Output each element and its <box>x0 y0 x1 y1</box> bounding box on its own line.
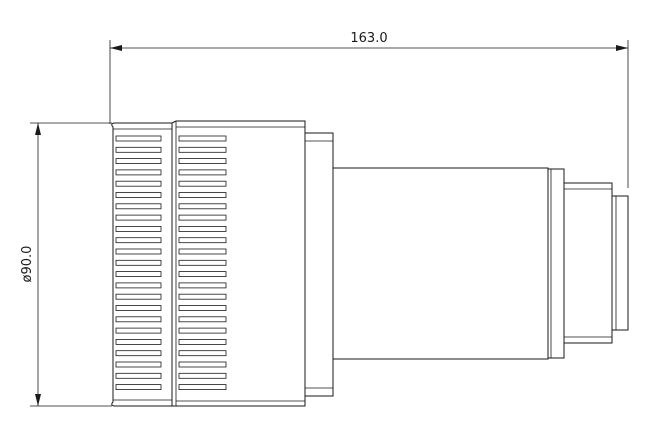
knurl-slot <box>115 361 162 368</box>
diameter-arrow-top <box>35 123 41 135</box>
knurl-slot <box>115 146 162 153</box>
knurl-slot <box>115 338 162 345</box>
front-grip-knurling <box>115 135 162 391</box>
rear-grip-knurling <box>178 135 227 391</box>
length-dimension: 163.0 <box>109 31 629 188</box>
knurl-slot <box>178 203 227 210</box>
knurl-slot <box>178 192 227 198</box>
knurl-slot <box>178 293 227 300</box>
knurl-slot <box>115 237 162 244</box>
knurl-slot <box>115 135 162 142</box>
diameter-dimension-label: ø90.0 <box>20 246 35 283</box>
knurl-slot <box>178 282 227 289</box>
rear-mount-tip <box>611 195 629 331</box>
knurl-slot <box>115 316 162 323</box>
knurl-slot <box>115 282 162 289</box>
knurl-slot <box>178 350 227 357</box>
knurl-slot <box>178 237 227 244</box>
length-arrow-left <box>110 45 122 51</box>
knurl-slot <box>115 169 162 176</box>
front-grip-ring <box>111 122 173 407</box>
knurl-slot <box>115 384 162 391</box>
knurl-slot <box>178 327 227 334</box>
knurl-slot <box>178 305 227 311</box>
diameter-arrow-bottom <box>35 394 41 406</box>
knurl-slot <box>178 135 227 142</box>
knurl-slot <box>115 305 162 311</box>
length-arrow-right <box>616 45 628 51</box>
knurl-slot <box>115 203 162 210</box>
knurl-slot <box>115 259 162 266</box>
lens-barrel <box>332 167 549 360</box>
knurl-slot <box>115 271 162 278</box>
lens-body <box>111 120 629 407</box>
knurl-slot <box>178 361 227 368</box>
knurl-slot <box>178 338 227 345</box>
mount-flange <box>547 168 565 359</box>
knurl-slot <box>115 158 162 165</box>
knurl-slot <box>115 180 162 187</box>
knurl-slot <box>178 248 227 255</box>
knurl-slot <box>178 214 227 221</box>
step-collar <box>304 132 334 397</box>
rear-mount <box>563 182 613 344</box>
knurl-slot <box>115 372 162 379</box>
knurl-slot <box>178 271 227 278</box>
knurl-slot <box>115 350 162 357</box>
knurl-slot <box>178 372 227 379</box>
diameter-dimension: ø90.0 <box>20 122 112 407</box>
knurl-slot <box>178 384 227 391</box>
knurl-slot <box>178 225 227 232</box>
knurl-slot <box>115 248 162 255</box>
knurl-slot <box>178 316 227 323</box>
knurl-slot <box>115 192 162 198</box>
knurl-slot <box>178 180 227 187</box>
knurl-slot <box>115 327 162 334</box>
knurl-slot <box>178 146 227 153</box>
knurl-slot <box>178 259 227 266</box>
knurl-slot <box>178 158 227 165</box>
knurl-slot <box>115 293 162 300</box>
length-dimension-label: 163.0 <box>350 31 387 46</box>
knurl-slot <box>178 169 227 176</box>
knurl-slot <box>115 225 162 232</box>
knurl-slot <box>115 214 162 221</box>
